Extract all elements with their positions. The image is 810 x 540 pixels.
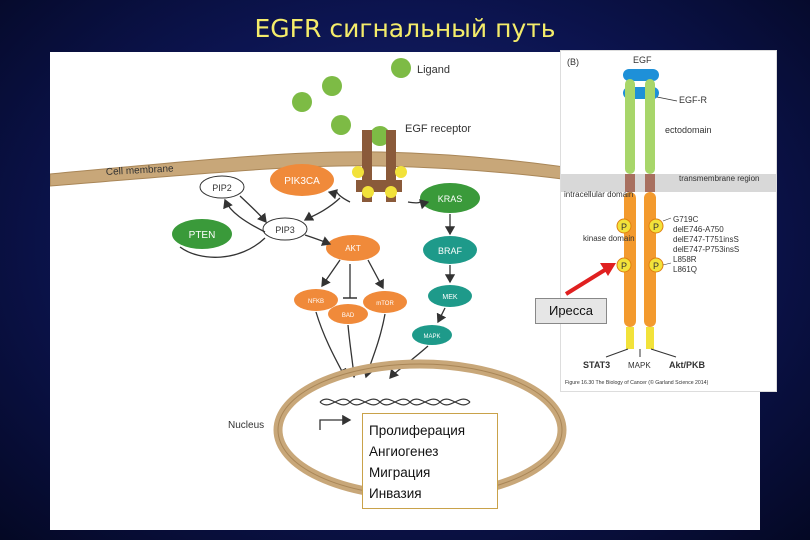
arrow	[327, 189, 351, 203]
akt-label: AKT	[345, 244, 361, 253]
arrow	[223, 198, 266, 233]
arrow	[319, 414, 352, 430]
outcome-item: Миграция	[369, 465, 431, 480]
phospho-dot	[616, 257, 632, 273]
ligand-dot	[370, 126, 390, 146]
outcome-item: Ангиогенез	[369, 444, 439, 459]
ligand-label: Ligand	[417, 64, 450, 76]
phospho-label: P	[653, 222, 659, 232]
slide-title: EGFR сигнальный путь	[254, 14, 556, 43]
mutation-label: delE746-A750	[673, 225, 724, 234]
arrow	[436, 307, 447, 324]
output-label: Akt/PKB	[669, 360, 706, 370]
egf-receptor	[356, 130, 402, 202]
phospho-label: P	[621, 261, 627, 271]
tail-right	[646, 327, 654, 349]
pip2-label: PIP2	[212, 183, 232, 193]
ectodomain-label: ectodomain	[665, 125, 712, 135]
pik3ca-node	[270, 164, 334, 196]
egfr-structure-svg: (B) EGF EGF-R ectodomain transmembrane r…	[561, 55, 776, 386]
akt-node	[326, 235, 380, 261]
outcomes-box: Пролиферация Ангиогенез Миграция Инвазия	[362, 413, 498, 509]
ectodomain-right	[645, 79, 655, 174]
transmembrane-label: transmembrane region	[679, 174, 759, 183]
arrow	[367, 259, 384, 290]
ligand-dot	[391, 58, 411, 78]
mtor-label: mTOR	[376, 301, 394, 307]
phospho-dot	[352, 166, 364, 178]
kras-node	[420, 183, 480, 213]
pten-label: PTEN	[189, 230, 216, 241]
bad-label: BAD	[342, 313, 355, 319]
phospho-label: P	[621, 222, 627, 232]
arrow	[303, 197, 341, 221]
egf-ligand	[623, 69, 659, 81]
bad-node	[328, 304, 368, 324]
nfkb-label: NFKB	[308, 299, 324, 305]
phospho-label: P	[653, 261, 659, 271]
panel-label: (B)	[567, 57, 579, 67]
drug-label: Иресса	[535, 298, 607, 324]
braf-node	[423, 236, 477, 264]
mek-node	[428, 285, 472, 307]
pip2-node	[199, 175, 245, 199]
ectodomain-left	[625, 79, 635, 174]
output-label: STAT3	[583, 360, 610, 370]
mtor-node	[363, 291, 407, 313]
nucleus-label: Nucleus	[228, 420, 264, 431]
phospho-dot	[395, 166, 407, 178]
arrow	[363, 313, 386, 379]
outcome-item: Инвазия	[369, 486, 422, 501]
braf-label: BRAF	[438, 246, 463, 256]
egfr-structure-figure: (B) EGF EGF-R ectodomain transmembrane r…	[560, 50, 777, 392]
outcome-item: Пролиферация	[369, 423, 466, 438]
tail-left	[626, 327, 634, 349]
phospho-dot	[616, 218, 632, 234]
figure-caption: Figure 16.30 The Biology of Cancer (© Ga…	[565, 379, 709, 386]
output-label: MAPK	[628, 361, 651, 370]
mutation-label: G719C	[673, 215, 699, 224]
arrow	[321, 259, 341, 288]
arrow	[239, 195, 267, 224]
mapk-node	[412, 325, 452, 345]
arrow	[407, 199, 430, 210]
ligand-dot	[292, 92, 312, 112]
inhibit-line	[179, 237, 266, 258]
egfr-label: EGF-R	[679, 95, 707, 105]
receptor-label: EGF receptor	[405, 123, 471, 135]
mutation-label: delE747-P753insS	[673, 245, 739, 254]
pip3-label: PIP3	[275, 225, 295, 235]
pten-node	[172, 219, 232, 249]
nfkb-node	[294, 289, 338, 311]
intracellular-label: intracellular domain	[564, 190, 633, 199]
ligand-dot	[331, 115, 351, 135]
pik3ca-label: PIK3CA	[284, 176, 320, 187]
phospho-dot	[362, 186, 374, 198]
membrane-band	[561, 174, 776, 192]
phospho-dot	[648, 218, 664, 234]
mutation-label: L858R	[673, 255, 697, 264]
membrane-label: Cell membrane	[106, 163, 175, 178]
mutation-label: delE747-T751insS	[673, 235, 739, 244]
pip3-node	[262, 217, 308, 241]
arrow	[304, 234, 332, 246]
mutation-label: L861Q	[673, 265, 697, 274]
mapk-label: MAPK	[423, 334, 440, 340]
mek-label: MEK	[442, 294, 458, 301]
kinase-label: kinase domain	[583, 234, 635, 243]
ligand-dot	[322, 76, 342, 96]
egf-label: EGF	[633, 55, 652, 65]
kras-label: KRAS	[438, 194, 463, 204]
phospho-dot	[385, 186, 397, 198]
